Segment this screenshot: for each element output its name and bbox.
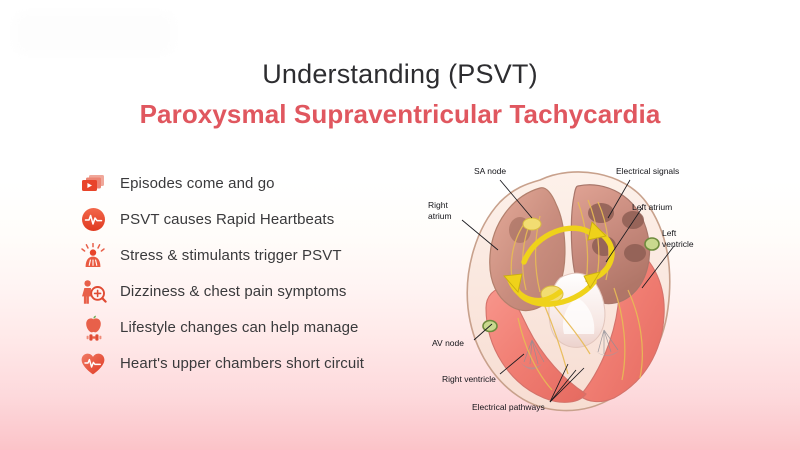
stressed-person-icon [78,241,108,271]
diagram-label-right-atrium-line1: Right [428,200,448,210]
diagram-label-right-ventricle: Right ventricle [442,374,496,384]
list-item-label: PSVT causes Rapid Heartbeats [120,211,335,228]
list-item: Lifestyle changes can help manage [78,310,428,345]
title-block: Understanding (PSVT) Paroxysmal Supraven… [0,58,800,130]
video-stack-icon [78,169,108,199]
apple-dumbbell-icon [78,313,108,343]
page-title: Understanding (PSVT) [262,59,538,89]
heart-cross-section-svg [461,171,675,412]
list-item-label: Stress & stimulants trigger PSVT [120,247,342,264]
heart-pulse-icon [78,349,108,379]
heart-diagram: SA node Electrical signals Right atrium … [428,158,718,430]
list-item-label: Dizziness & chest pain symptoms [120,283,347,300]
list-item-label: Lifestyle changes can help manage [120,319,359,336]
page-subtitle: Paroxysmal Supraventricular Tachycardia [139,98,661,129]
diagram-label-right-atrium-line2: atrium [428,211,452,221]
list-item-label: Episodes come and go [120,175,275,192]
diagram-label-electrical-signals: Electrical signals [616,166,680,176]
list-item: PSVT causes Rapid Heartbeats [78,202,428,237]
watermark [14,12,174,54]
diagram-label-left-atrium: Left atrium [632,202,673,212]
key-points-list: Episodes come and go PSVT causes Rapid H… [78,166,428,382]
pulse-circle-icon [78,205,108,235]
list-item: Heart's upper chambers short circuit [78,346,428,381]
list-item-label: Heart's upper chambers short circuit [120,355,365,372]
diagram-label-sa-node: SA node [474,166,507,176]
list-item: Episodes come and go [78,166,428,201]
diagram-label-left-ventricle-line2: ventricle [662,239,694,249]
diagram-label-electrical-pathways: Electrical pathways [472,402,545,412]
diagram-label-left-ventricle-line1: Left [662,228,677,238]
person-magnifier-icon [78,277,108,307]
list-item: Dizziness & chest pain symptoms [78,274,428,309]
diagram-label-av-node: AV node [432,338,464,348]
list-item: Stress & stimulants trigger PSVT [78,238,428,273]
